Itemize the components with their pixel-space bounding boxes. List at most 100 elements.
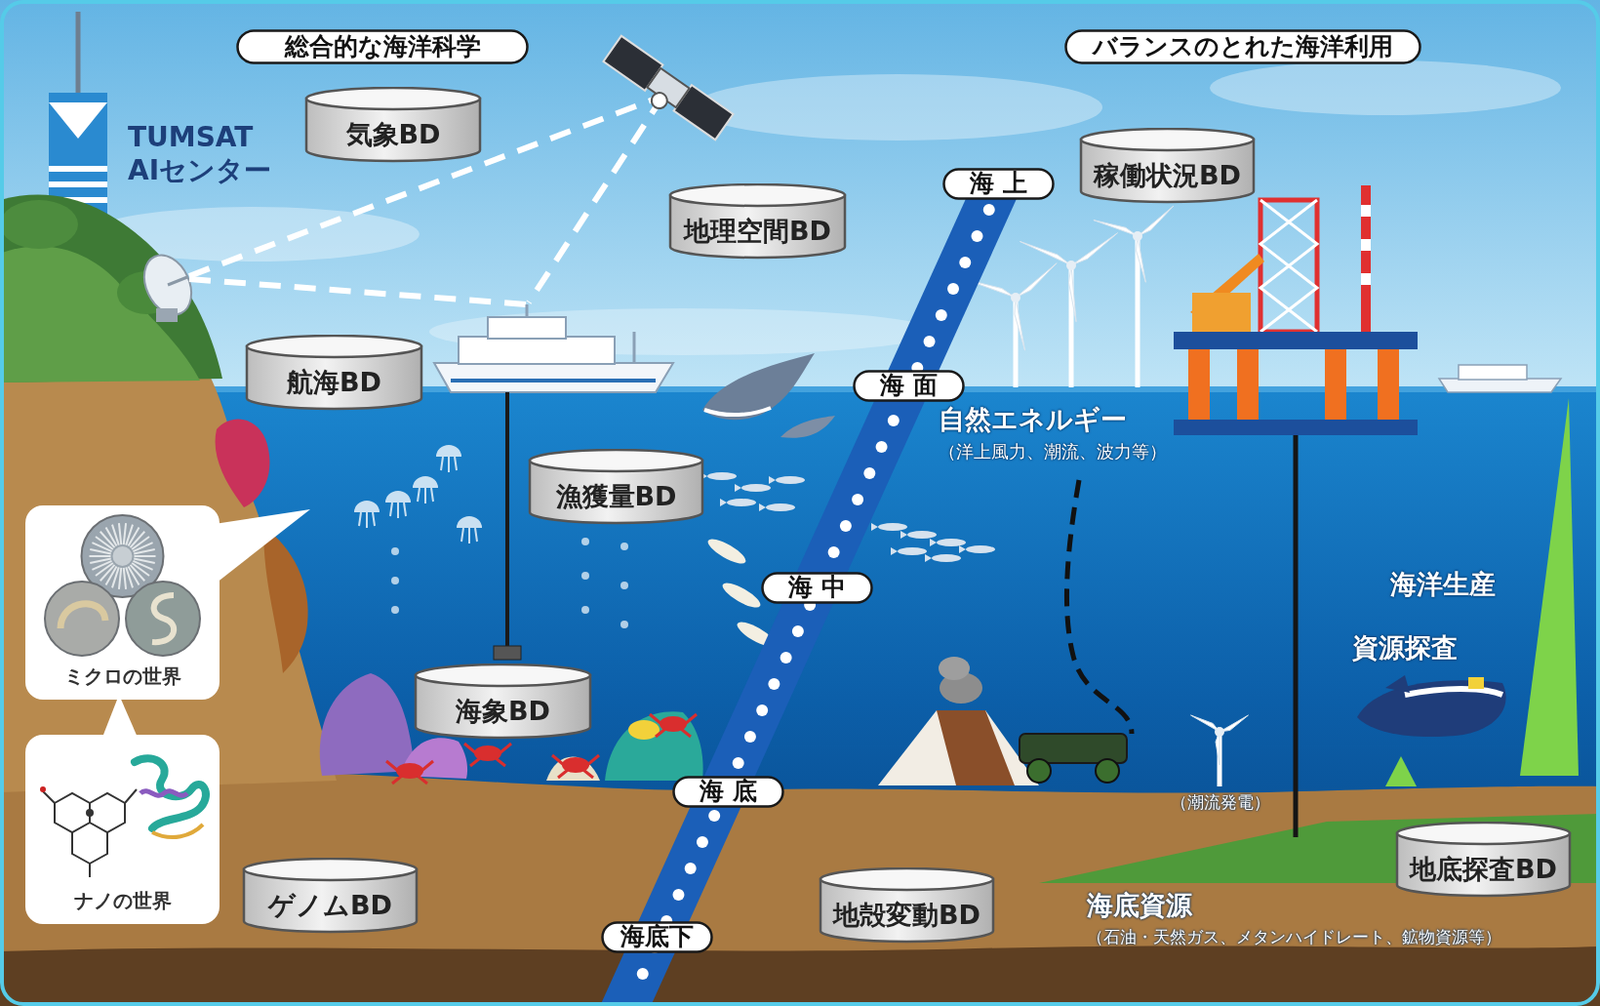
- sky: [692, 74, 1103, 141]
- survey-line: [505, 392, 510, 650]
- shape-part: [1215, 731, 1220, 765]
- shape-part: [440, 456, 457, 473]
- pill-outline: [1066, 31, 1421, 64]
- pill-outline: [238, 31, 528, 64]
- drilling-platform: [1173, 419, 1418, 436]
- shape-part: [390, 502, 406, 519]
- shape-part: [900, 530, 908, 539]
- shape-part: [123, 522, 126, 545]
- shape-part: [620, 620, 629, 629]
- shape-part: [386, 760, 434, 784]
- shape-part: [119, 522, 121, 545]
- shape-part: [1014, 297, 1026, 351]
- sea: [0, 386, 1600, 393]
- shape-part: [876, 440, 888, 453]
- callout-ground: [25, 734, 220, 924]
- cylinder-top: [529, 449, 703, 472]
- database-cylinder: 地理空間BD: [668, 183, 847, 260]
- coral-reef: [628, 720, 660, 740]
- sky: [1209, 60, 1561, 116]
- shape-part: [1010, 292, 1021, 303]
- shape-part: [620, 581, 629, 590]
- shape-part: [947, 282, 960, 295]
- cliff: [0, 375, 337, 793]
- shape-part: [134, 758, 206, 829]
- callout-box: ナノの世界: [25, 734, 220, 924]
- shape-part: [878, 522, 908, 531]
- shape-part: [125, 581, 200, 656]
- dish-antenna: [167, 277, 188, 285]
- shape-part: [464, 743, 512, 766]
- drilling-platform: [1173, 331, 1418, 350]
- shape-part: [684, 862, 697, 875]
- node-text: 総合的な海洋科学: [284, 33, 481, 62]
- hydrothermal-vent: [878, 656, 1040, 786]
- label-pill: 海 中: [760, 571, 874, 604]
- shape-part: [1015, 263, 1057, 298]
- shape-part: [85, 808, 94, 817]
- shape-part: [720, 498, 727, 507]
- shape-part: [40, 786, 46, 793]
- shape-part: [707, 472, 737, 480]
- label-pill: バランスのとれた海洋利用: [1064, 29, 1422, 65]
- whales: [702, 353, 836, 439]
- production-arrows: [1385, 756, 1417, 787]
- shape-part: [767, 678, 780, 690]
- satellite-links: [189, 279, 527, 305]
- shape-part: [734, 483, 742, 492]
- tower: [48, 165, 108, 172]
- shape-part: [1066, 260, 1077, 271]
- drilling-platform: [1192, 292, 1251, 332]
- shape-part: [924, 554, 932, 562]
- cylinder-top: [820, 868, 994, 890]
- shape-part: [581, 537, 590, 546]
- text-label: 海洋生産: [1390, 568, 1496, 600]
- shape-part: [756, 704, 768, 717]
- database-cylinder: 航海BD: [244, 334, 424, 411]
- satellite-links: [528, 95, 664, 303]
- drilling-platform: [1360, 239, 1371, 251]
- pill-outline: [854, 371, 964, 401]
- shape-part: [704, 534, 749, 568]
- callout-box: ミクロの世界: [25, 505, 220, 700]
- label-pill: 総合的な海洋科学: [236, 29, 529, 65]
- shape-part: [959, 256, 971, 269]
- database-cylinder: 地殻変動BD: [818, 867, 996, 944]
- shape-part: [133, 549, 156, 555]
- node-text: 海 底: [699, 777, 758, 806]
- research-ship: [434, 304, 674, 393]
- database-cylinder: 稼働状況BD: [1079, 127, 1256, 204]
- seaweed: [263, 526, 309, 674]
- auv: [1468, 677, 1484, 689]
- pill-outline: [944, 169, 1054, 200]
- research-ship: [434, 362, 674, 393]
- database-cylinder: 地底探査BD: [1395, 821, 1572, 898]
- seafloor-crawler: [1066, 480, 1132, 734]
- whales: [702, 353, 815, 420]
- pill-outline: [674, 777, 784, 807]
- hydrothermal-vent: [878, 710, 1040, 786]
- shape-part: [923, 335, 936, 348]
- text-label: （洋上風力、潮流、波力等）: [938, 440, 1167, 463]
- node-text: 航海BD: [286, 366, 382, 398]
- seafloor: [0, 772, 1600, 1006]
- shape-part: [60, 603, 106, 629]
- shape-part: [391, 605, 400, 614]
- shape-part: [620, 542, 629, 551]
- production-arrows: [1520, 398, 1579, 776]
- survey-line: [493, 645, 521, 660]
- depth-band: [600, 170, 1030, 1006]
- shape-part: [792, 625, 804, 638]
- shape-part: [637, 967, 649, 980]
- shape-part: [152, 824, 203, 838]
- shape-part: [965, 545, 996, 554]
- seafloor: [0, 945, 1600, 1006]
- cliff: [0, 245, 200, 383]
- seaweed: [215, 419, 271, 508]
- node-text: 海象BD: [455, 695, 551, 726]
- pill-outline: [762, 573, 873, 603]
- shape-part: [971, 230, 984, 242]
- cylinder-top: [1080, 128, 1254, 151]
- tower: [48, 102, 108, 139]
